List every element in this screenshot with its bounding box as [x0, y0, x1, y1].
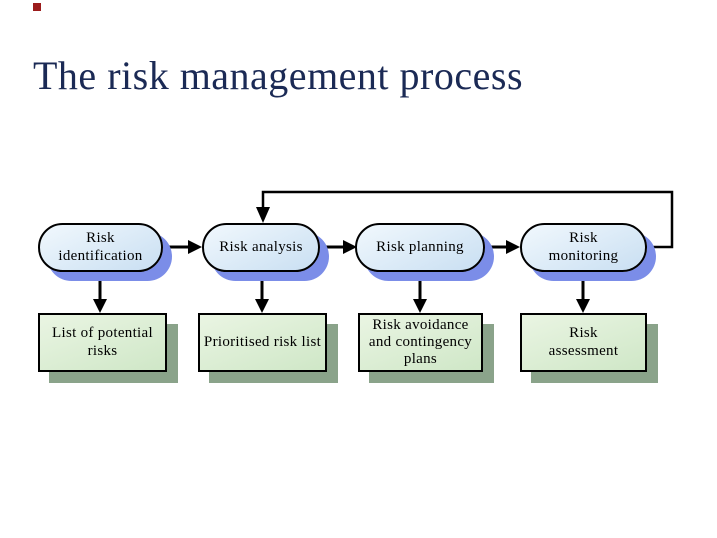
arrow-monitoring-to-output-head-icon: [576, 299, 590, 313]
arrow-planning-to-monitoring-head-icon: [506, 240, 520, 254]
output-label: List of potential risks: [52, 325, 153, 359]
slide-title: The risk management process: [33, 53, 524, 98]
output-risk-avoidance-contingency-plans: Risk avoidance and contingency plans: [358, 313, 483, 372]
output-label: Risk assessment: [548, 325, 619, 359]
stage-risk-identification: Risk identification: [38, 223, 163, 272]
slide-corner-marker: [33, 3, 41, 11]
stage-risk-planning: Risk planning: [355, 223, 485, 272]
stage-label: Risk identification: [58, 230, 143, 264]
stage-label: Risk planning: [376, 238, 464, 255]
output-prioritised-risk-list: Prioritised risk list: [198, 313, 327, 372]
stage-risk-monitoring: Risk monitoring: [520, 223, 647, 272]
output-label: Prioritised risk list: [203, 333, 322, 350]
arrow-identification-to-analysis-head-icon: [188, 240, 202, 254]
arrow-identification-to-output-head-icon: [93, 299, 107, 313]
output-risk-assessment: Risk assessment: [520, 313, 647, 372]
stage-label: Risk monitoring: [548, 230, 619, 264]
arrow-analysis-to-output-head-icon: [255, 299, 269, 313]
stage-risk-analysis: Risk analysis: [202, 223, 320, 272]
arrow-planning-to-output-head-icon: [413, 299, 427, 313]
stage-label: Risk analysis: [219, 238, 303, 255]
feedback-loop-arrowhead-icon: [256, 207, 270, 223]
output-label: Risk avoidance and contingency plans: [368, 316, 473, 368]
output-list-of-potential-risks: List of potential risks: [38, 313, 167, 372]
